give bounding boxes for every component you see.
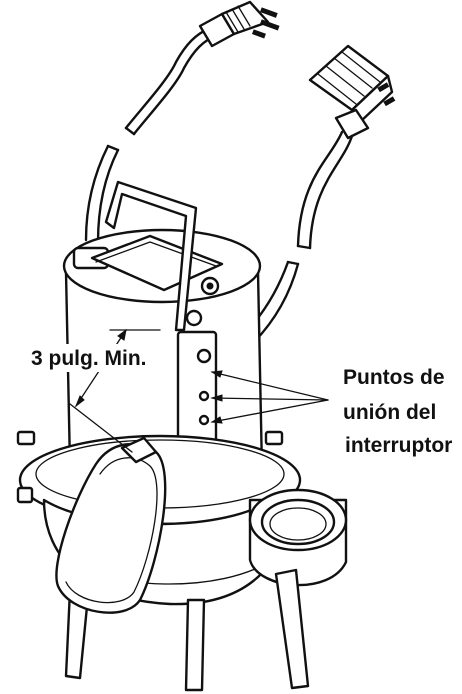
attachment-label-line-1: Puntos de bbox=[343, 366, 445, 389]
switch-cord-upper bbox=[296, 130, 354, 250]
plug-icon bbox=[198, 0, 280, 48]
attachment-label-line-2: unión del bbox=[343, 401, 436, 424]
attachment-label-line-3: interruptor bbox=[345, 434, 452, 457]
float-switch-icon bbox=[55, 436, 167, 614]
pump-icon bbox=[16, 180, 348, 692]
piggyback-plug-icon bbox=[308, 44, 396, 140]
clearance-label-bg bbox=[28, 344, 166, 372]
clearance-label: 3 pulg. Min. bbox=[31, 347, 147, 370]
attachment-leader-lines bbox=[210, 370, 329, 424]
power-cord-lower bbox=[84, 144, 120, 244]
power-cord-upper bbox=[124, 26, 218, 136]
